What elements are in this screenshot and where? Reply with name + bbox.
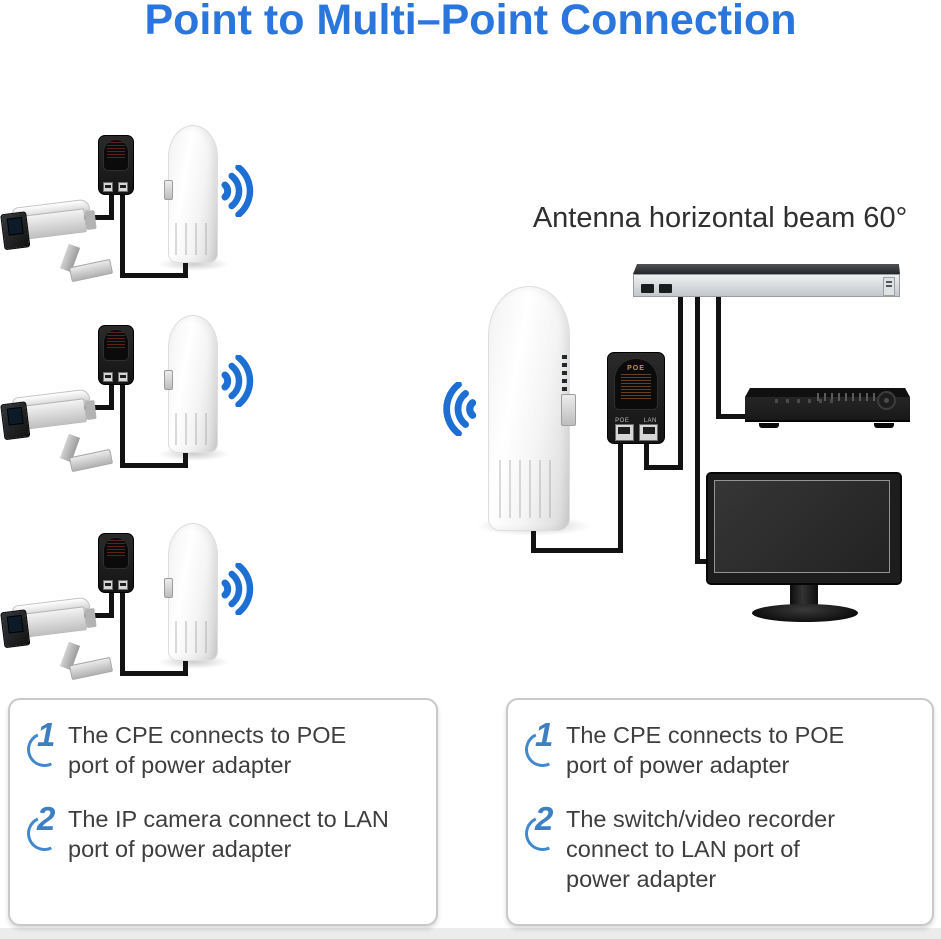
switch-status-panel	[883, 277, 895, 296]
cpe-led-indicators	[562, 355, 567, 392]
poe-port-label: POE	[615, 418, 630, 425]
step-text: The IP camera connect to LAN port of pow…	[68, 806, 389, 863]
point-group-3	[0, 513, 290, 703]
step-2: 2 The switch/video recorder connect to L…	[520, 800, 922, 894]
cpe-mount-clip	[164, 370, 173, 391]
switch-port-block	[743, 277, 795, 293]
poe-port	[614, 423, 634, 441]
step-2: 2 The IP camera connect to LAN port of p…	[22, 800, 426, 864]
cable-switch-dvr	[716, 292, 721, 419]
step-number-badge: 2	[520, 800, 566, 857]
cable-cpe-adapter	[618, 440, 623, 553]
poe-power-adapter	[98, 325, 134, 385]
camera-body	[0, 595, 107, 653]
camera-body	[0, 387, 107, 445]
cable-adapter-cpe	[120, 381, 125, 468]
dvr-buttons	[817, 393, 875, 401]
lan-port	[118, 580, 129, 590]
monitor	[706, 472, 902, 624]
cable-adapter-cpe	[120, 589, 125, 676]
cpe-mount-clip	[164, 578, 173, 599]
cable-adapter-cpe	[120, 671, 188, 676]
lan-port	[118, 372, 129, 382]
ip-camera	[0, 596, 114, 681]
sfp-port	[641, 284, 654, 293]
step-number-badge: 1	[22, 716, 68, 772]
point-group-2	[0, 305, 290, 495]
switch-port-block	[670, 277, 722, 293]
cable-adapter-switch	[644, 440, 649, 470]
cable-adapter-cpe	[120, 463, 188, 468]
cable-switch-dvr	[716, 414, 752, 419]
dvr-jog-dial	[877, 391, 896, 410]
network-switch	[633, 264, 900, 298]
video-recorder	[745, 388, 910, 428]
step-text: The CPE connects to POE port of power ad…	[566, 722, 845, 779]
cpe-mount-clip	[561, 393, 576, 426]
instructions-box-right: 1 The CPE connects to POE port of power …	[506, 698, 934, 926]
cable-adapter-switch	[644, 465, 683, 470]
step-1: 1 The CPE connects to POE port of power …	[22, 716, 426, 780]
antenna-beam-label: Antenna horizontal beam 60°	[532, 202, 908, 234]
wifi-signal-icon	[434, 381, 480, 437]
cpe-device-main	[488, 286, 576, 531]
cable-camera-adapter	[109, 191, 114, 219]
poe-port	[103, 580, 114, 590]
point-group-1	[0, 115, 290, 305]
cable-camera-adapter	[109, 381, 114, 409]
wifi-signal-icon	[218, 354, 262, 408]
cpe-device	[164, 523, 218, 661]
cable-adapter-switch	[678, 292, 683, 470]
sfp-port	[659, 284, 672, 293]
monitor-screen	[714, 480, 890, 573]
poe-port	[103, 182, 114, 192]
cable-switch-monitor	[695, 559, 713, 564]
wifi-signal-icon	[218, 164, 262, 218]
poe-port	[103, 372, 114, 382]
step-text: The switch/video recorder connect to LAN…	[566, 806, 836, 893]
cpe-device	[164, 315, 218, 453]
lan-port	[118, 182, 129, 192]
ip-camera	[0, 198, 114, 283]
camera-lens	[6, 406, 24, 426]
wifi-signal-icon	[218, 562, 262, 616]
instructions-box-left: 1 The CPE connects to POE port of power …	[8, 698, 438, 926]
bottom-edge-strip	[0, 928, 941, 939]
step-number-badge: 1	[520, 716, 566, 772]
cable-cpe-adapter	[531, 548, 623, 553]
cable-switch-monitor	[695, 292, 700, 564]
ip-camera	[0, 388, 114, 473]
cpe-mount-clip	[164, 180, 173, 201]
cpe-device	[164, 125, 218, 263]
cable-camera-adapter	[109, 589, 114, 617]
cable-cpe-adapter	[531, 522, 536, 553]
lan-port-label: LAN	[643, 418, 657, 425]
camera-body	[0, 197, 107, 255]
step-number-badge: 2	[22, 800, 68, 857]
poe-power-adapter	[98, 533, 134, 593]
poe-power-adapter	[98, 135, 134, 195]
step-text: The CPE connects to POE port of power ad…	[68, 722, 347, 779]
cable-adapter-cpe	[120, 273, 188, 278]
lan-port	[639, 423, 659, 441]
cable-camera-adapter	[78, 613, 114, 618]
cable-adapter-cpe	[183, 259, 188, 277]
poe-power-adapter-main: POE POE LAN	[607, 352, 665, 444]
page-title: Point to Multi–Point Connection	[144, 0, 797, 44]
step-1: 1 The CPE connects to POE port of power …	[520, 716, 922, 780]
cable-adapter-cpe	[183, 657, 188, 675]
camera-lens	[6, 614, 24, 634]
cable-camera-adapter	[78, 405, 114, 410]
adapter-brand-label: POE	[627, 365, 645, 373]
cable-adapter-cpe	[120, 191, 125, 278]
cable-adapter-cpe	[183, 449, 188, 467]
cable-camera-adapter	[78, 215, 114, 220]
camera-lens	[6, 216, 24, 236]
